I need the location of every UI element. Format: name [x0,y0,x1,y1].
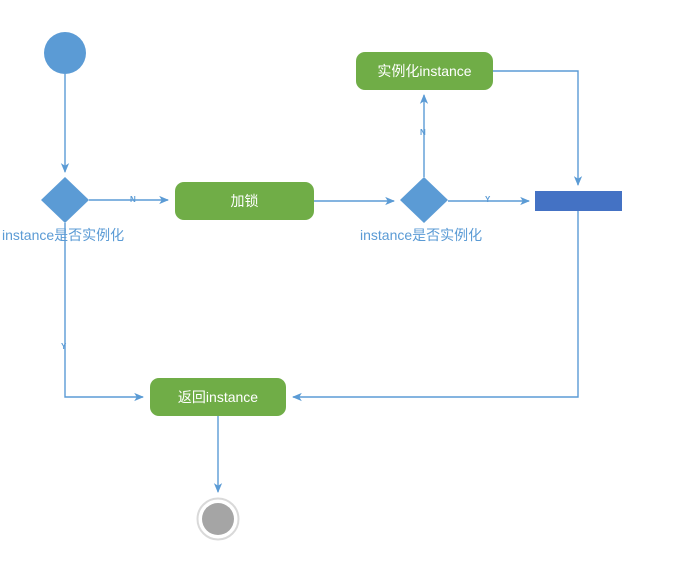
action-create-instance[interactable] [356,52,493,90]
start-node[interactable] [44,32,86,74]
action-lock[interactable] [175,182,314,220]
merge-bar[interactable] [535,191,622,211]
decision-instance-initialized-inner[interactable] [400,177,448,223]
edge-merge-to-return [292,211,579,402]
end-node[interactable] [202,503,234,535]
edge-decision1-yes-to-return [64,223,144,402]
edge-create-to-merge [493,70,583,186]
end-node-ring [196,497,240,541]
decision-instance-initialized-outer[interactable] [41,177,89,223]
action-return-instance[interactable] [150,378,286,416]
